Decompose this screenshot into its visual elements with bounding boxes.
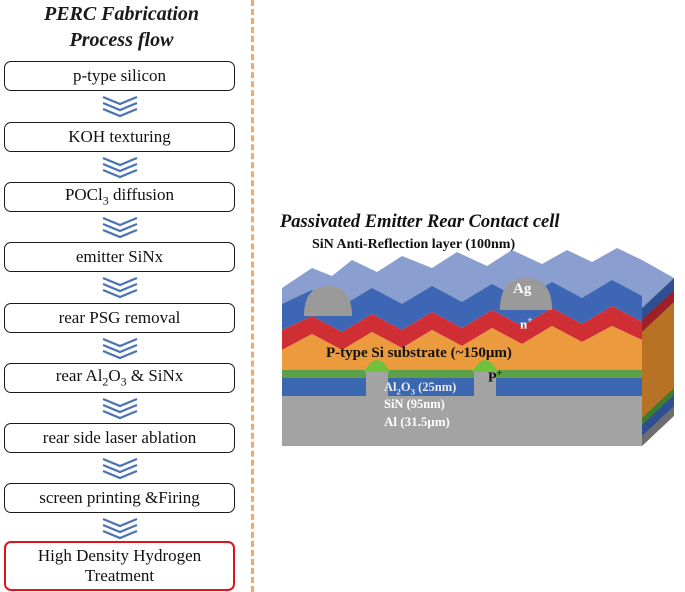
rear-sin-layer [282, 378, 642, 396]
step-rear-side-laser-ablation: rear side laser ablation [4, 423, 235, 453]
chevron-down-icon [102, 337, 138, 360]
step-p-type-silicon: p-type silicon [4, 61, 235, 91]
step-koh-texturing: KOH texturing [4, 122, 235, 152]
arc-layer [282, 280, 642, 332]
pplus-right [472, 360, 498, 372]
cell-title: Passivated Emitter Rear Contact cell [280, 212, 560, 232]
emitter-layer [282, 306, 642, 350]
step-screen-printing-firing: screen printing &Firing [4, 483, 235, 513]
rear-sin-label: SiN (95nm) [384, 397, 445, 411]
chevron-down-icon [102, 517, 138, 540]
al2o3-label: Al2O3 (25nm) [384, 380, 457, 397]
substrate-label: P-type Si substrate (~150μm) [326, 345, 512, 361]
arc-label: SiN Anti-Reflection layer (100nm) [312, 237, 516, 252]
step-rear-psg-removal: rear PSG removal [4, 303, 235, 333]
flow-title-line1: PERC Fabrication [43, 3, 200, 25]
chevron-down-icon [102, 156, 138, 179]
rear-contact-left [366, 370, 388, 400]
ag-label: Ag [513, 281, 532, 297]
chevron-down-icon [102, 397, 138, 420]
al-label: Al (31.5μm) [384, 414, 450, 429]
step-hydrogen-treatment: High Density Hydrogen Treatment [4, 541, 235, 591]
perc-cell-diagram [282, 248, 674, 446]
al-layer [282, 396, 642, 446]
divider [251, 0, 254, 592]
pplus-label: P+ [488, 368, 503, 386]
step-pocl3-diffusion: POCl3 diffusion [4, 182, 235, 212]
ag-finger-left [304, 286, 352, 316]
flow-title-line2: Process flow [69, 29, 174, 51]
step-rear-al2o3-sinx: rear Al2O3 & SiNx [4, 363, 235, 393]
step-emitter-sinx: emitter SiNx [4, 242, 235, 272]
pplus-left [364, 360, 390, 372]
chevron-down-icon [102, 95, 138, 118]
nplus-label: n+ [520, 315, 533, 332]
rear-contact-right [474, 370, 496, 400]
chevron-down-icon [102, 276, 138, 299]
chevron-down-icon [102, 216, 138, 239]
ag-finger-right [500, 278, 552, 310]
chevron-down-icon [102, 457, 138, 480]
al2o3-layer [282, 370, 642, 378]
